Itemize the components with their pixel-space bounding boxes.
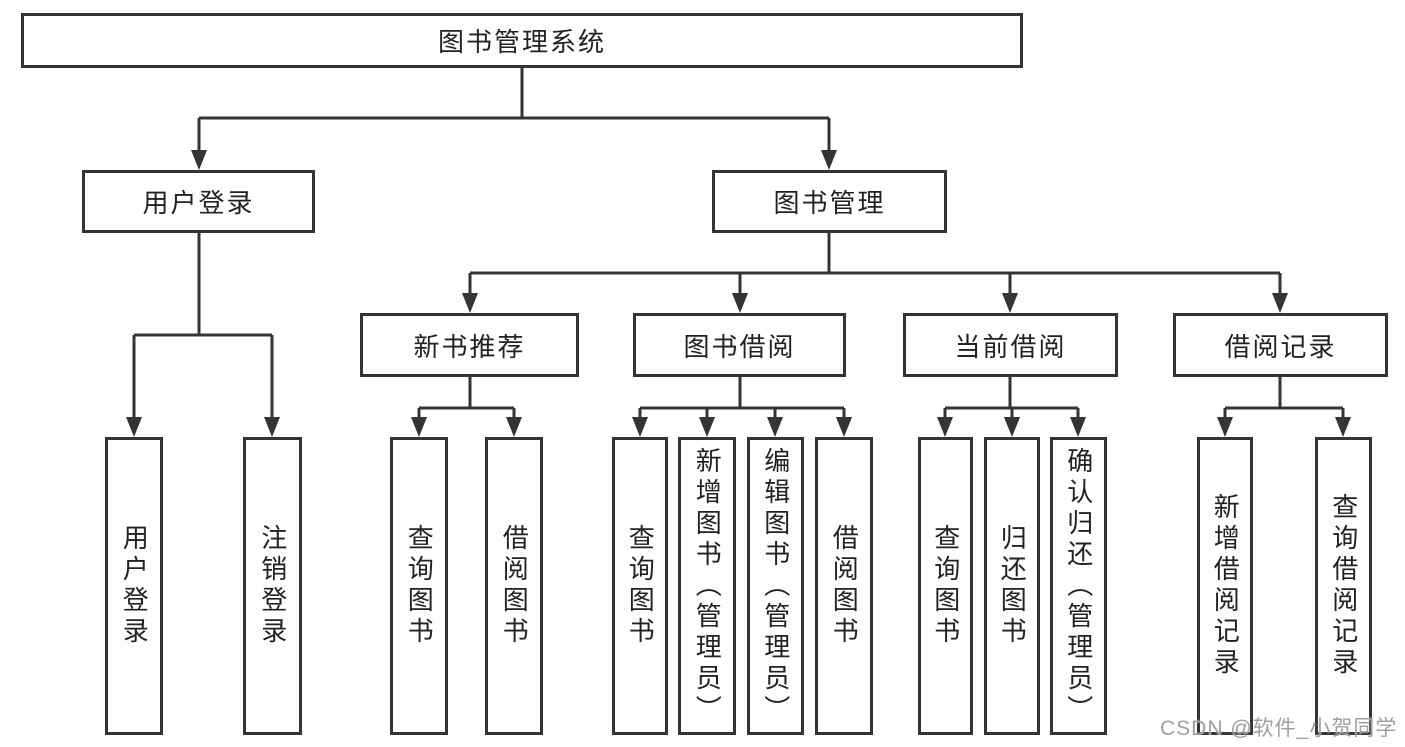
arrowhead-icons xyxy=(126,150,1351,437)
leaf-add-borrow-record: 新增借阅记录 xyxy=(1197,437,1253,735)
leaf-borrow-books: 借阅图书 xyxy=(815,437,873,735)
leaf-return-books: 归还图书 xyxy=(984,437,1040,735)
arrow-down-icon xyxy=(1002,293,1018,313)
arrow-down-icon xyxy=(767,417,783,437)
arrow-down-icon xyxy=(506,417,522,437)
leaf-query-books-current: 查询图书 xyxy=(918,437,973,735)
leaf-query-books-recommend: 查询图书 xyxy=(390,437,448,735)
leaf-add-books-admin: 新增图书（管理员） xyxy=(678,437,736,735)
leaf-query-books-borrow: 查询图书 xyxy=(612,437,668,735)
leaf-user-login: 用户登录 xyxy=(105,437,163,735)
node-current-borrow: 当前借阅 xyxy=(903,313,1118,377)
arrow-down-icon xyxy=(126,417,142,437)
arrow-down-icon xyxy=(1070,417,1086,437)
arrow-down-icon xyxy=(732,293,748,313)
arrow-down-icon xyxy=(836,417,852,437)
node-book-management-system: 图书管理系统 xyxy=(21,13,1023,68)
node-book-borrow: 图书借阅 xyxy=(633,313,846,377)
leaf-logout: 注销登录 xyxy=(243,437,302,735)
arrow-down-icon xyxy=(264,417,280,437)
leaf-confirm-return-admin: 确认归还（管理员） xyxy=(1050,437,1107,735)
arrow-down-icon xyxy=(462,293,478,313)
leaf-borrow-books-recommend: 借阅图书 xyxy=(485,437,543,735)
arrow-down-icon xyxy=(1004,417,1020,437)
arrow-down-icon xyxy=(632,417,648,437)
arrow-down-icon xyxy=(411,417,427,437)
arrow-down-icon xyxy=(1272,293,1288,313)
arrow-down-icon xyxy=(699,417,715,437)
watermark: CSDN @软件_小贺同学 xyxy=(1160,717,1398,740)
arrow-down-icon xyxy=(1217,417,1233,437)
connector-lines xyxy=(132,68,1345,419)
leaf-query-borrow-record: 查询借阅记录 xyxy=(1315,437,1372,735)
node-book-management: 图书管理 xyxy=(712,170,947,233)
leaf-edit-books-admin: 编辑图书（管理员） xyxy=(747,437,804,735)
node-user-login: 用户登录 xyxy=(82,170,315,233)
arrow-down-icon xyxy=(1335,417,1351,437)
arrow-down-icon xyxy=(191,150,207,170)
node-new-book-recommend: 新书推荐 xyxy=(360,313,579,377)
arrow-down-icon xyxy=(937,417,953,437)
arrow-down-icon xyxy=(821,150,837,170)
node-borrow-records: 借阅记录 xyxy=(1173,313,1388,377)
